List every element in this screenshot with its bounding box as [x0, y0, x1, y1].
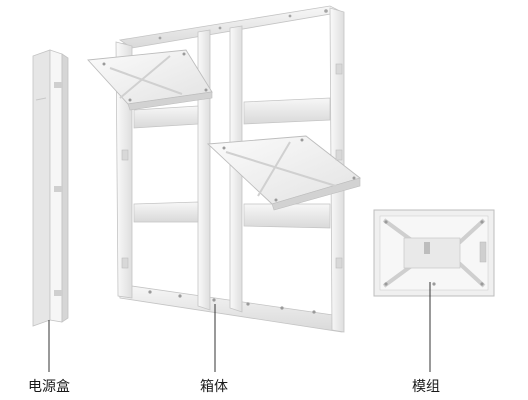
tilted-module-lower: [206, 135, 361, 211]
cabinet-label: 箱体: [200, 379, 228, 395]
tilted-module-upper: [87, 49, 213, 111]
power-box-illustration: [32, 49, 69, 327]
module-label: 模组: [412, 379, 440, 395]
cabinet-illustration: [87, 5, 361, 333]
module-illustration: [373, 209, 495, 297]
power-box-label: 电源盒: [28, 379, 70, 395]
